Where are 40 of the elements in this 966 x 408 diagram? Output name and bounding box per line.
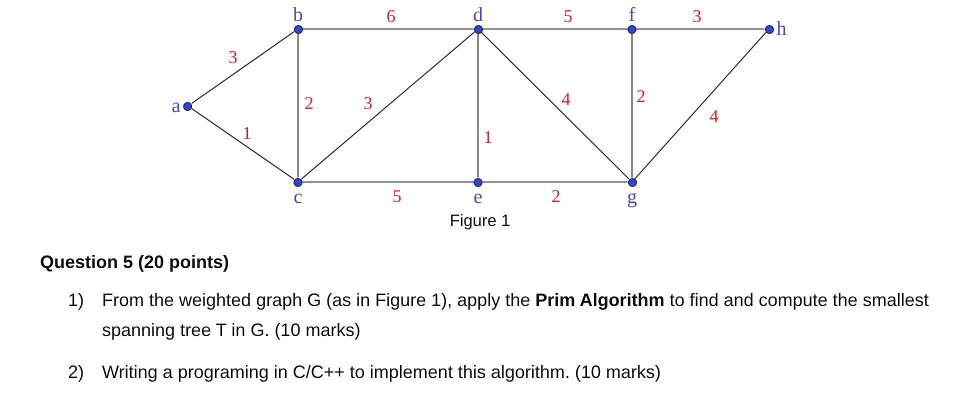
graph-edge — [191, 108, 295, 180]
vertex-label: a — [172, 97, 180, 115]
graph-edge — [297, 34, 299, 178]
vertex-label: d — [473, 6, 483, 24]
graph-edge — [482, 181, 628, 183]
graph-edge — [302, 28, 474, 30]
graph-edge — [302, 181, 474, 183]
graph-edge — [482, 28, 628, 30]
edge-weight: 1 — [484, 128, 492, 146]
edge-weight: 2 — [636, 87, 646, 105]
graph-edge — [631, 34, 633, 178]
edge-weight: 2 — [304, 94, 314, 112]
vertex-label: g — [627, 188, 637, 206]
edge-weight: 2 — [552, 187, 560, 205]
graph-edge — [477, 34, 479, 178]
graph-edge — [301, 32, 475, 180]
edge-weight: 4 — [562, 90, 570, 108]
vertex-label: e — [474, 188, 482, 206]
question-heading: Question 5 (20 points) — [40, 251, 230, 273]
graph-edge — [634, 32, 766, 180]
question-text: From the weighted graph G (as in Figure 1), apply the Prim Algorithm to find and compute the smallest spanning tree T in G. (10 marks) — [102, 289, 930, 342]
vertex-label: b — [293, 6, 303, 24]
edge-weight: 3 — [228, 48, 238, 66]
edge-weight: 4 — [710, 107, 718, 125]
graph-edge — [191, 31, 295, 104]
graph-edge — [480, 32, 630, 180]
vertex-label: f — [628, 6, 636, 24]
question-text: Writing a programing in C/C++ to implement this algorithm. (10 marks) — [102, 361, 662, 384]
edge-weight: 5 — [392, 187, 402, 205]
vertex-label: c — [294, 188, 302, 206]
edge-weight: 1 — [242, 124, 252, 142]
edge-weight: 5 — [564, 7, 572, 25]
vertex-label: h — [776, 20, 786, 38]
edge-weight: 3 — [692, 7, 702, 25]
list-number: 1) — [68, 289, 84, 312]
figure-caption: Figure 1 — [450, 211, 510, 231]
edge-weight: 6 — [386, 7, 396, 25]
edge-weight: 3 — [364, 94, 372, 112]
graph-edge — [636, 28, 764, 30]
list-number: 2) — [68, 361, 84, 384]
